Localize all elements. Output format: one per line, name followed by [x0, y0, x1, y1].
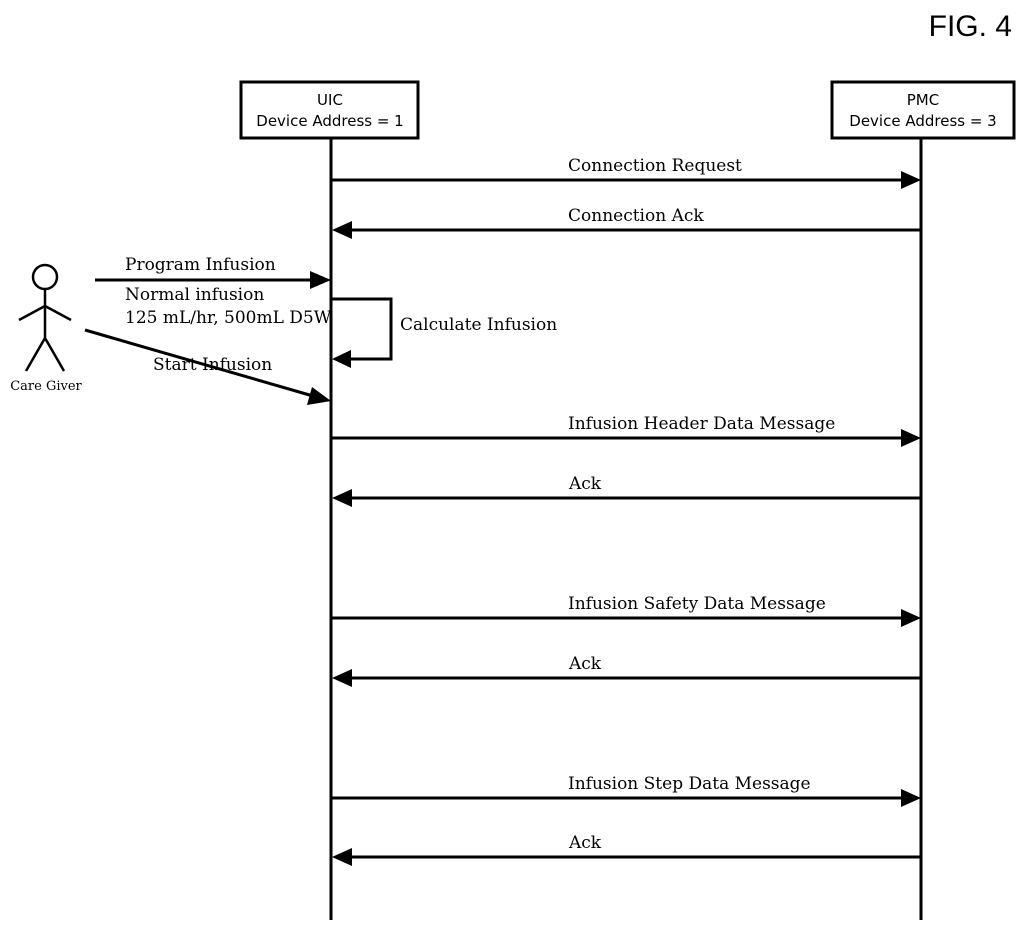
- message-2: Connection Ack: [332, 206, 921, 239]
- care-giver-actor-icon: [19, 265, 71, 371]
- message-label: Infusion Header Data Message: [568, 414, 835, 434]
- uic-name: UIC: [317, 91, 343, 109]
- arrowhead: [332, 669, 352, 687]
- infusion-rate-label: 125 mL/hr, 500mL D5W: [125, 308, 332, 328]
- pmc-participant-box: PMC Device Address = 3: [832, 82, 1014, 138]
- message-6: Ack: [332, 654, 921, 687]
- pmc-name: PMC: [907, 91, 939, 109]
- arrowhead: [901, 171, 921, 189]
- message-5: Infusion Safety Data Message: [331, 594, 921, 627]
- arrowhead: [901, 429, 921, 447]
- arrowhead: [332, 489, 352, 507]
- message-label: Infusion Step Data Message: [568, 774, 811, 794]
- program-infusion-label: Program Infusion: [125, 255, 276, 275]
- message-8: Ack: [332, 833, 921, 866]
- normal-infusion-label: Normal infusion: [125, 285, 264, 305]
- care-giver-label: Care Giver: [10, 379, 82, 394]
- calculate-infusion-self-arrow: [331, 299, 391, 368]
- message-label: Ack: [568, 833, 602, 853]
- message-label: Connection Request: [568, 156, 742, 176]
- figure-label: FIG. 4: [929, 10, 1012, 43]
- arrowhead: [332, 848, 352, 866]
- pmc-address: Device Address = 3: [849, 112, 996, 130]
- message-1: Connection Request: [331, 156, 921, 189]
- message-label: Ack: [568, 474, 602, 494]
- arrowhead: [901, 789, 921, 807]
- message-7: Infusion Step Data Message: [331, 774, 921, 807]
- start-infusion-label: Start Infusion: [153, 355, 272, 375]
- message-label: Connection Ack: [568, 206, 704, 226]
- message-label: Ack: [568, 654, 602, 674]
- calculate-infusion-label: Calculate Infusion: [400, 315, 557, 335]
- message-4: Ack: [332, 474, 921, 507]
- message-3: Infusion Header Data Message: [331, 414, 921, 447]
- arrowhead: [901, 609, 921, 627]
- uic-participant-box: UIC Device Address = 1: [241, 82, 418, 138]
- uic-address: Device Address = 1: [256, 112, 403, 130]
- arrowhead: [332, 221, 352, 239]
- message-label: Infusion Safety Data Message: [568, 594, 826, 614]
- message-arrows: Connection RequestConnection AckInfusion…: [331, 156, 921, 866]
